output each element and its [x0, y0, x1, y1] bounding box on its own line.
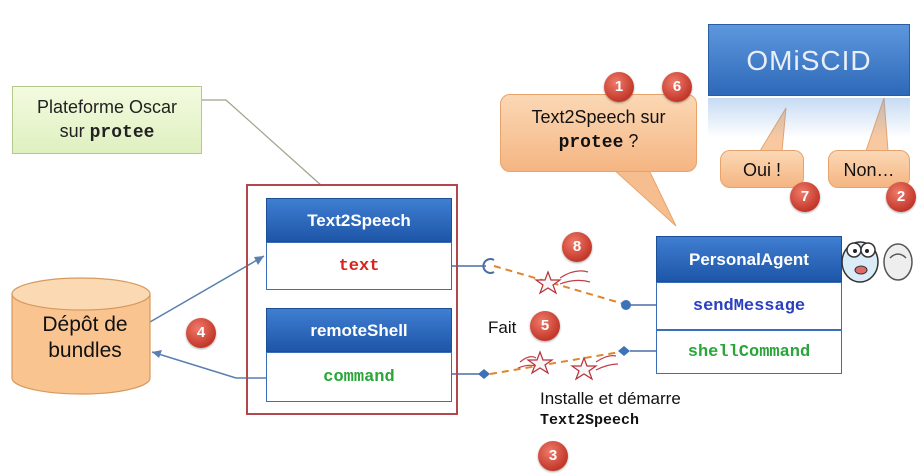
step-1-marker: 1 [604, 72, 634, 102]
send-message-service[interactable]: sendMessage [656, 282, 842, 330]
answer-no-bubble: Non… [828, 150, 910, 188]
platform-callout: Plateforme Oscar sur protee [12, 86, 202, 154]
personal-agent-title[interactable]: PersonalAgent [656, 236, 842, 282]
shell-command-service[interactable]: shellCommand [656, 330, 842, 374]
step-6-marker: 6 [662, 72, 692, 102]
text-service[interactable]: text [266, 242, 452, 290]
install-line2: Text2Speech [540, 412, 640, 429]
step-4-marker: 4 [186, 318, 216, 348]
repository-line1: Dépôt de [42, 313, 128, 336]
platform-frame [246, 184, 458, 415]
shell-link [489, 351, 621, 375]
sparkle-icon [526, 270, 598, 381]
message-link [493, 265, 625, 305]
command-service[interactable]: command [266, 352, 452, 402]
text2speech-title[interactable]: Text2Speech [266, 198, 452, 242]
step-3-marker: 3 [538, 441, 568, 471]
remoteshell-title[interactable]: remoteShell [266, 308, 452, 352]
question-suffix: ? [623, 131, 639, 151]
step-2-marker: 2 [886, 182, 916, 212]
omiscid-banner: OMiSCID [708, 24, 910, 96]
step-5-marker: 5 [530, 311, 560, 341]
platform-callout-title: Plateforme Oscar [36, 97, 178, 117]
platform-callout-prefix: sur [59, 121, 85, 141]
answer-yes-bubble: Oui ! [720, 150, 804, 188]
question-bubble: Text2Speech sur protee ? [500, 94, 697, 172]
question-host: protee [558, 133, 624, 153]
repository-line2: bundles [48, 339, 122, 362]
repository-label: Dépôt de bundles [20, 312, 150, 364]
install-line1: Installe et démarre [540, 389, 681, 408]
agent-mascot-icon [841, 241, 913, 283]
step-8-marker: 8 [562, 232, 592, 262]
platform-callout-leader [202, 99, 323, 187]
install-label: Installe et démarre Text2Speech [540, 388, 681, 432]
question-bubble-tail [610, 167, 677, 227]
done-label: Fait [488, 318, 517, 337]
omiscid-reflection [708, 98, 910, 138]
step-7-marker: 7 [790, 182, 820, 212]
question-line1: Text2Speech sur [531, 107, 666, 127]
platform-host: protee [89, 123, 155, 143]
repository-cylinder [11, 277, 151, 395]
fetch-arrow [149, 255, 265, 323]
